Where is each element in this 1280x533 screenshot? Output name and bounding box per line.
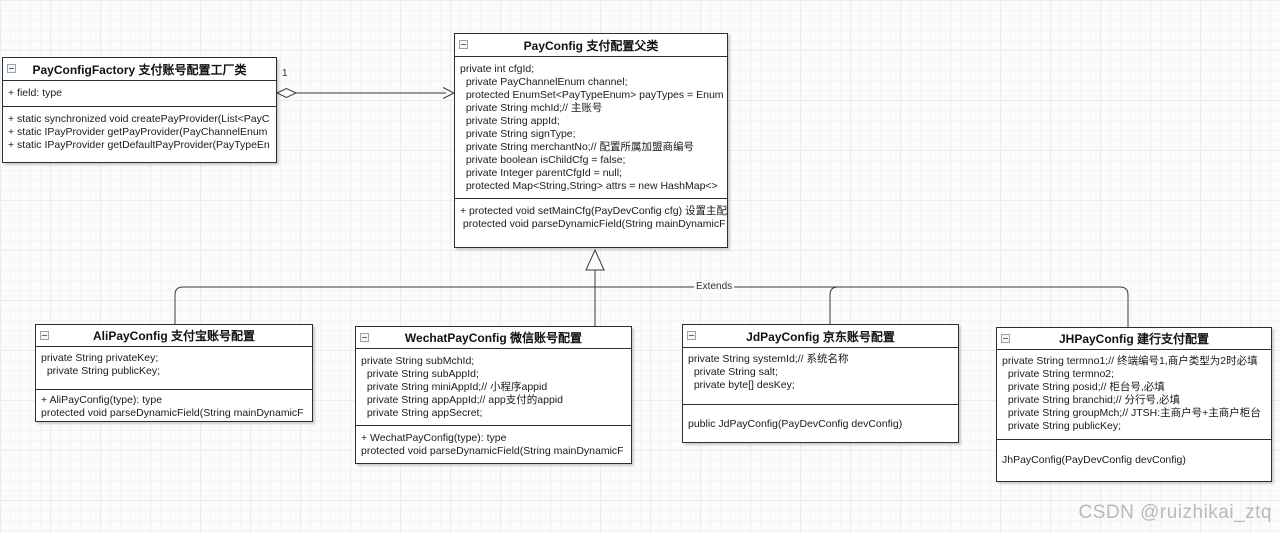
minus-glyph	[461, 44, 466, 45]
class-title: PayConfigFactory 支付账号配置工厂类	[3, 58, 276, 80]
collapse-icon[interactable]	[459, 40, 468, 49]
inheritance-triangle	[585, 248, 605, 271]
minus-glyph	[689, 335, 694, 336]
collapse-icon[interactable]	[40, 330, 49, 340]
watermark: CSDN @ruizhikai_ztq	[1078, 502, 1272, 523]
class-title: AliPayConfig 支付宝账号配置	[36, 325, 312, 346]
class-box-ali-pay-config[interactable]: AliPayConfig 支付宝账号配置 private String priv…	[35, 324, 313, 422]
class-box-pay-config[interactable]: PayConfig 支付配置父类 private int cfgId; priv…	[454, 33, 728, 248]
collapse-icon[interactable]	[687, 331, 696, 340]
inheritance-branch-outer	[174, 286, 1129, 327]
extends-label: Extends	[694, 281, 735, 293]
class-box-pay-config-factory[interactable]: PayConfigFactory 支付账号配置工厂类 + field: type…	[2, 57, 277, 163]
class-fields: private int cfgId; private PayChannelEnu…	[455, 56, 727, 198]
class-methods: + AliPayConfig(type): type protected voi…	[36, 389, 312, 421]
class-fields: private String systemId;// 系统名称 private …	[683, 347, 958, 404]
inheritance-branch-jd	[829, 286, 839, 324]
class-methods: + WechatPayConfig(type): type protected …	[356, 425, 631, 463]
class-title: JHPayConfig 建行支付配置	[997, 328, 1271, 349]
minus-glyph	[9, 68, 14, 69]
class-fields: + field: type	[3, 80, 276, 106]
multiplicity-label: 1	[282, 68, 288, 79]
class-methods: + protected void setMainCfg(PayDevConfig…	[455, 198, 727, 247]
class-methods: public JdPayConfig(PayDevConfig devConfi…	[683, 404, 958, 442]
class-fields: private String termno1;// 终端编号1,商户类型为2时必…	[997, 349, 1271, 439]
class-title: PayConfig 支付配置父类	[455, 34, 727, 56]
class-fields: private String privateKey; private Strin…	[36, 346, 312, 389]
minus-glyph	[1003, 337, 1008, 339]
aggregation-diamond	[275, 87, 298, 99]
class-box-wechat-pay-config[interactable]: WechatPayConfig 微信账号配置 private String su…	[355, 326, 632, 464]
class-title: JdPayConfig 京东账号配置	[683, 325, 958, 347]
class-fields: private String subMchId; private String …	[356, 348, 631, 425]
class-title-text: JHPayConfig 建行支付配置	[1058, 332, 1209, 346]
collapse-icon[interactable]	[360, 332, 369, 342]
class-box-jd-pay-config[interactable]: JdPayConfig 京东账号配置 private String system…	[682, 324, 959, 443]
class-methods: + static synchronized void createPayProv…	[3, 106, 276, 162]
collapse-icon[interactable]	[1001, 333, 1010, 343]
class-box-jh-pay-config[interactable]: JHPayConfig 建行支付配置 private String termno…	[996, 327, 1272, 482]
minus-glyph	[42, 334, 47, 336]
class-title-text: AliPayConfig 支付宝账号配置	[92, 329, 255, 343]
class-title-text: PayConfig 支付配置父类	[523, 38, 659, 53]
minus-glyph	[362, 336, 367, 338]
class-title-text: JdPayConfig 京东账号配置	[746, 329, 895, 344]
class-title-text: WechatPayConfig 微信账号配置	[404, 331, 583, 345]
class-methods: JhPayConfig(PayDevConfig devConfig)	[997, 439, 1271, 481]
class-title: WechatPayConfig 微信账号配置	[356, 327, 631, 348]
class-title-text: PayConfigFactory 支付账号配置工厂类	[32, 62, 247, 77]
collapse-icon[interactable]	[7, 64, 16, 73]
